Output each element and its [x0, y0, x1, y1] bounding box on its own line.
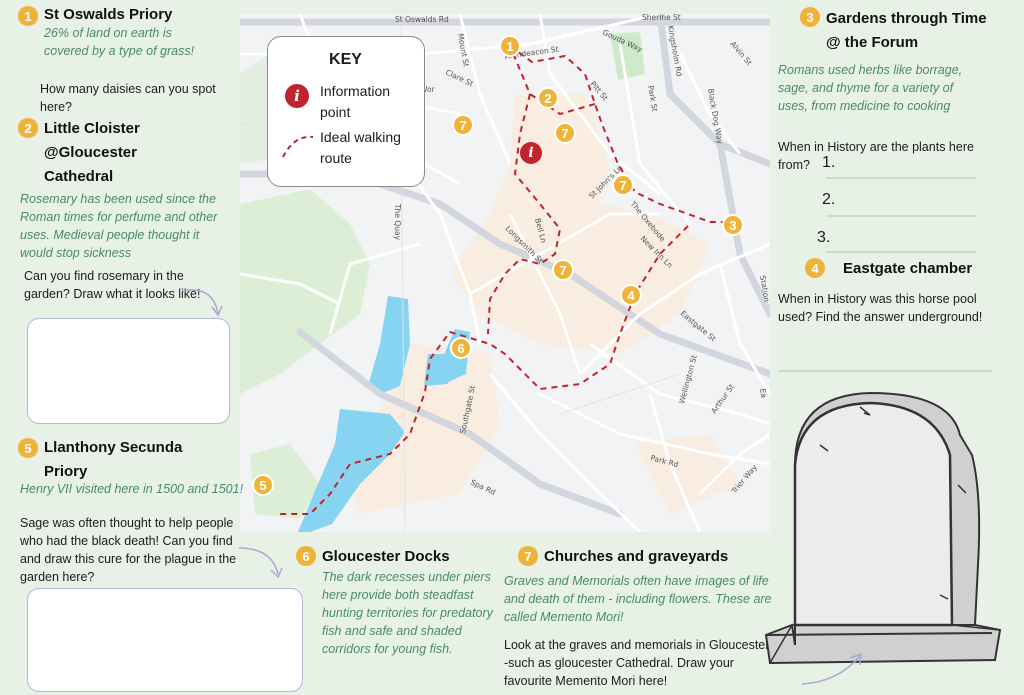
section-title-5: Priory — [44, 463, 88, 480]
map-key: KEY i Information point Ideal walking ro… — [267, 36, 425, 187]
info-point-icon: i — [285, 84, 309, 108]
street-label: Sherine St — [642, 14, 681, 22]
section-number-1: 1 — [18, 6, 38, 26]
section-fact-6: The dark recesses under piers here provi… — [322, 570, 493, 656]
map-marker-7: 7 — [452, 114, 474, 136]
gravestone-drawing-area[interactable] — [760, 385, 1010, 685]
section-fact-3: Romans used herbs like borrage, sage, an… — [778, 63, 963, 113]
key-title: KEY — [329, 51, 362, 68]
section-title-2: Cathedral — [44, 168, 114, 185]
section-number-2: 2 — [18, 118, 38, 138]
section-title-1: St Oswalds Priory — [44, 6, 173, 23]
map-marker-5: 5 — [252, 474, 274, 496]
street-label: Ea — [758, 388, 768, 399]
section-number-7: 7 — [518, 546, 538, 566]
info-point-icon: i — [520, 142, 542, 164]
map-marker-6: 6 — [450, 337, 472, 359]
answer-line-1[interactable] — [826, 177, 976, 179]
arrow-icon — [801, 652, 862, 685]
section-title-2: Little Cloister — [44, 120, 140, 137]
section-question-5: Sage was often thought to help people wh… — [20, 516, 237, 584]
section-title-4: Eastgate chamber — [843, 260, 973, 277]
map-marker-7: 7 — [552, 259, 574, 281]
section-title-7: Churches and graveyards — [544, 548, 729, 565]
arrow-icon — [238, 547, 283, 579]
section-question-2: Can you find rosemary in the garden? Dra… — [24, 269, 201, 301]
answer-number: 3. — [817, 229, 831, 246]
section-title-6: Gloucester Docks — [322, 548, 450, 565]
street-label: Wor — [420, 85, 436, 94]
section-fact-1: 26% of land on earth is covered by a typ… — [44, 26, 195, 58]
map-marker-3: 3 — [722, 214, 744, 236]
section-title-2: @Gloucester — [44, 144, 137, 161]
section-number-3: 3 — [800, 7, 820, 27]
street-label: The Quay — [393, 203, 402, 241]
answer-line-3[interactable] — [826, 251, 976, 253]
answer-number: 1. — [822, 154, 836, 171]
section-number-4: 4 — [805, 258, 825, 278]
section-title-3: Gardens through Time — [826, 10, 987, 27]
drawing-box-rosemary[interactable] — [27, 318, 230, 424]
answer-number: 2. — [822, 191, 836, 208]
section-question-1: How many daisies can you spot here? — [40, 82, 216, 114]
route-line-icon — [282, 135, 314, 158]
section-number-5: 5 — [18, 438, 38, 458]
map-area: St Oswalds Rd Gouda Way Kingsholm Rd Alv… — [240, 14, 770, 532]
section-question-7: Look at the graves and memorials in Glou… — [504, 638, 770, 688]
section-fact-2: Rosemary has been used since the Roman t… — [20, 192, 218, 260]
section-fact-5: Henry VII visited here in 1500 and 1501! — [20, 482, 244, 496]
arrow-icon — [182, 289, 223, 317]
map-marker-7: 7 — [612, 174, 634, 196]
key-route-label: Ideal walking route — [320, 129, 401, 166]
drawing-box-sage[interactable] — [27, 588, 303, 692]
street-label: St Oswalds Rd — [395, 15, 449, 24]
section-question-4: When in History was this horse pool used… — [778, 292, 983, 324]
street-label: Station — [758, 275, 770, 303]
map-marker-7: 7 — [554, 122, 576, 144]
section-title-5: Llanthony Secunda — [44, 439, 183, 456]
answer-line-2[interactable] — [826, 215, 976, 217]
map-marker-4: 4 — [620, 284, 642, 306]
map-marker-2: 2 — [537, 87, 559, 109]
key-info-label: Information point — [320, 83, 391, 120]
answer-line-4[interactable] — [778, 370, 992, 372]
map-marker-1: 1 — [499, 35, 521, 57]
section-title-3: @ the Forum — [826, 34, 919, 51]
section-number-6: 6 — [296, 546, 316, 566]
section-question-3: When in History are the plants here from… — [778, 140, 974, 172]
section-fact-7: Graves and Memorials often have images o… — [504, 574, 772, 624]
